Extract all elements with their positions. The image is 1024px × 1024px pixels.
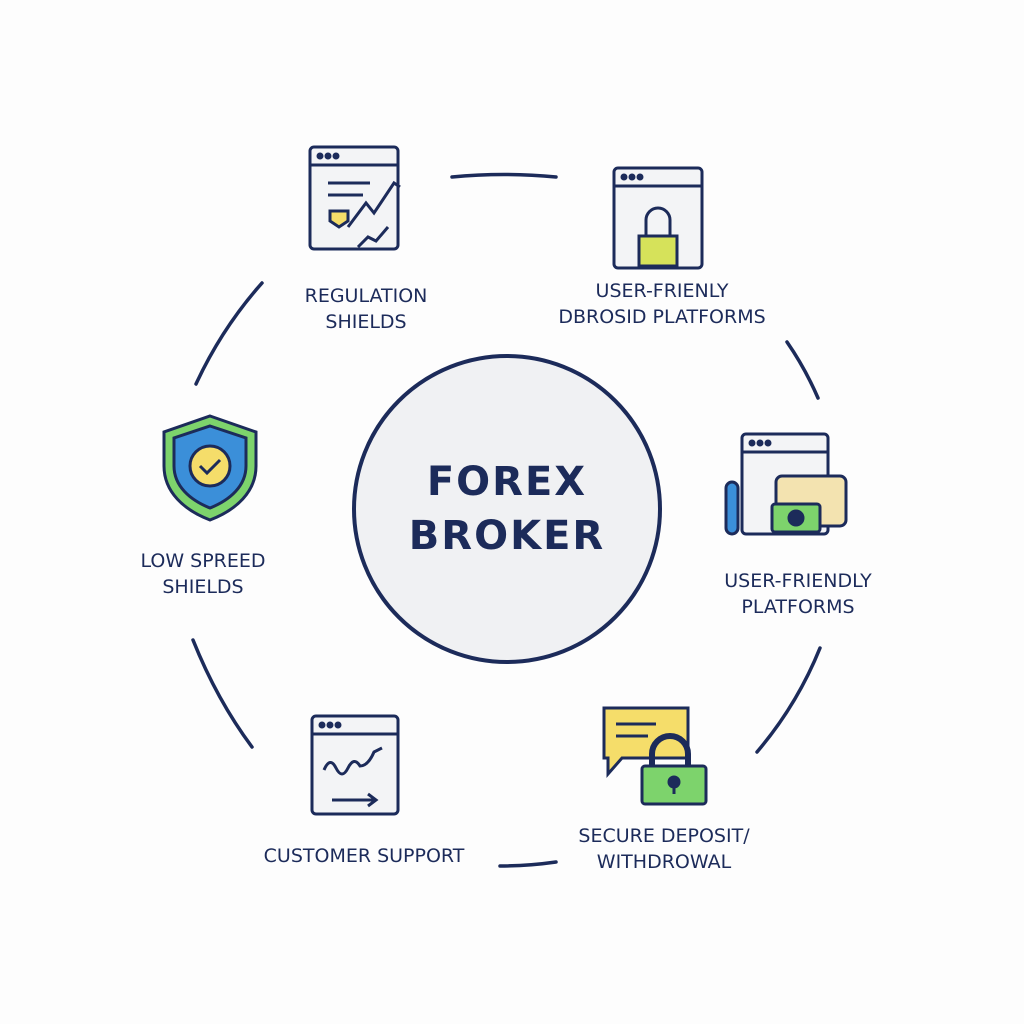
center-circle: FOREX BROKER	[352, 354, 662, 664]
lock-browser-icon	[612, 166, 704, 270]
chart-document-icon	[308, 145, 401, 251]
node-label-line1: LOW SPREED	[140, 550, 266, 572]
node-secure-deposit-withdrawal: SECURE DEPOSIT/WITHDROWAL	[578, 823, 749, 875]
platform-cash-icon	[724, 432, 848, 536]
node-label-line2: DBROSID PLATFORMS	[558, 306, 766, 328]
node-low-spreed-shields: LOW SPREED SHIELDS	[140, 548, 265, 600]
node-label-line2: PLATFORMS	[741, 596, 855, 618]
node-user-friendly-platforms: USER-FRIENDLY PLATFORMS	[724, 568, 872, 620]
node-label-line2: SHIELDS	[162, 576, 244, 598]
node-label-line1: CUSTOMER SUPPORT	[263, 845, 465, 867]
node-label-line1: USER-FRIENLY	[595, 280, 729, 302]
node-regulation-shields: REGULATION SHIELDS	[305, 283, 428, 335]
arc-lower-left	[191, 638, 254, 749]
center-title-line2: BROKER	[408, 513, 606, 559]
node-label-line1: USER-FRIENDLY	[724, 570, 872, 592]
arc-top	[450, 172, 558, 179]
node-label-line1: REGULATION	[304, 285, 428, 307]
chart-arrow-window-icon	[310, 714, 400, 816]
arc-bottom	[498, 860, 558, 868]
chat-lock-icon	[602, 706, 708, 806]
shield-check-icon	[162, 414, 258, 522]
arc-upper-right	[785, 340, 820, 400]
node-label-line2: WITHDROWAL	[596, 851, 732, 873]
node-customer-support: CUSTOMER SUPPORT	[264, 843, 465, 869]
center-title-line1: FOREX	[426, 459, 588, 505]
arc-upper-left	[194, 281, 264, 386]
node-label-line2: SHIELDS	[325, 311, 407, 333]
arc-lower-right	[755, 646, 822, 754]
node-label-line1: SECURE DEPOSIT/	[578, 825, 750, 847]
node-user-friendly-dbrosid-platforms: USER-FRIENLY DBROSID PLATFORMS	[558, 278, 765, 330]
